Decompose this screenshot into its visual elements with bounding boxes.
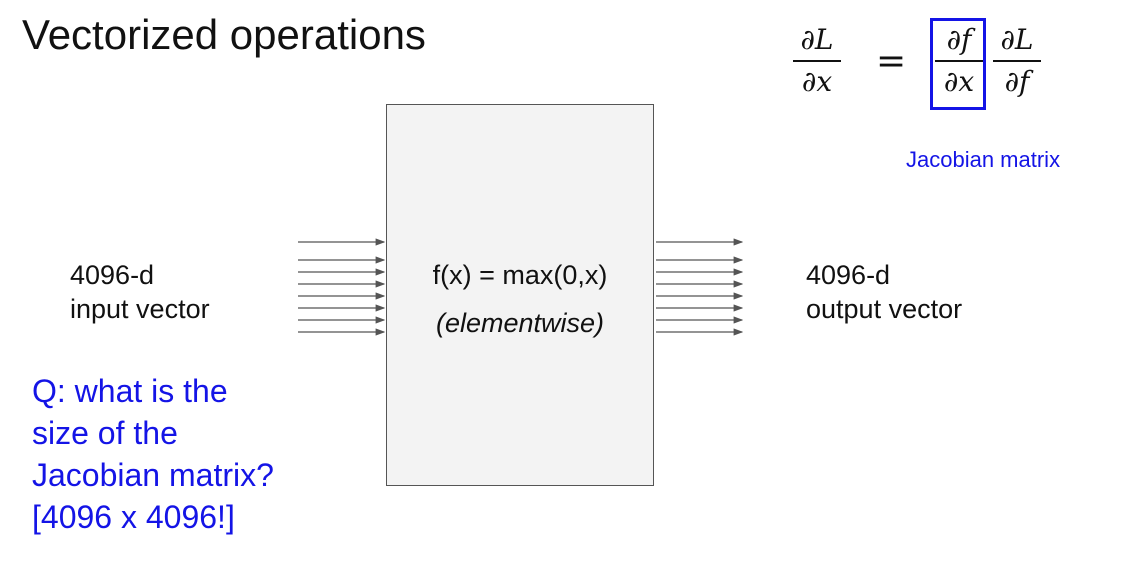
slide-title: Vectorized operations (22, 11, 426, 58)
jacobian-matrix-label: Jacobian matrix (906, 147, 1061, 172)
dl-dx-denominator: ∂x (801, 65, 833, 98)
fraction-bar (993, 60, 1041, 62)
jacobian-size-question: Q: what is the size of the Jacobian matr… (32, 370, 274, 538)
function-formula: f(x) = max(0,x) (432, 260, 608, 290)
question-line: Jacobian matrix? (32, 457, 274, 493)
output-arrows (656, 238, 744, 336)
df-dx-numerator: ∂f (946, 23, 972, 56)
input-description: input vector (70, 294, 210, 324)
question-line: Q: what is the (32, 373, 228, 409)
output-description: output vector (806, 294, 963, 324)
dl-df-denominator: ∂f (1004, 65, 1030, 98)
input-dimension: 4096-d (70, 260, 155, 290)
df-dx-denominator: ∂x (943, 65, 975, 98)
function-box (386, 104, 654, 486)
dl-df-numerator: ∂L (1000, 23, 1034, 56)
function-note: (elementwise) (435, 308, 605, 338)
dl-df-fraction: ∂L ∂f (990, 22, 1044, 100)
df-dx-fraction: ∂f ∂x (932, 22, 986, 100)
input-arrows (298, 238, 386, 336)
fraction-bar (793, 60, 841, 62)
dl-dx-fraction: ∂L ∂x (790, 22, 844, 100)
jacobian-highlight-box (930, 18, 986, 110)
question-line: size of the (32, 415, 178, 451)
output-dimension: 4096-d (806, 260, 891, 290)
input-vector-label: 4096-d input vector (70, 258, 210, 326)
answer-line: [4096 x 4096!] (32, 499, 235, 535)
dl-dx-numerator: ∂L (800, 23, 834, 56)
fraction-bar (935, 60, 983, 62)
output-vector-label: 4096-d output vector (806, 258, 962, 326)
equals-sign: = (876, 41, 907, 82)
